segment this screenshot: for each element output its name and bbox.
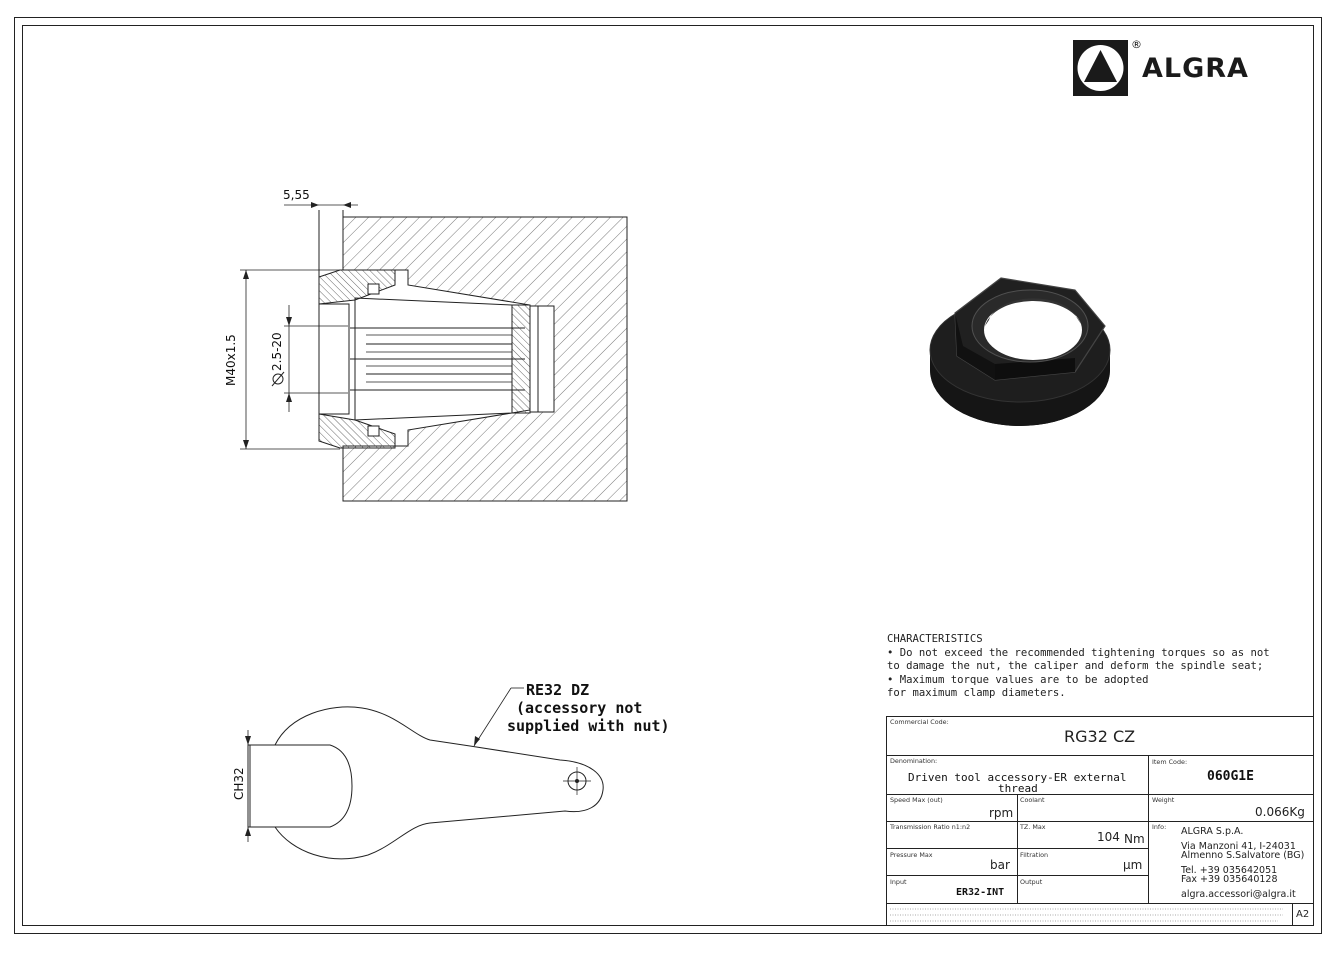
registered-mark: ® [1131,38,1142,51]
input-value: ER32-INT [956,887,1005,898]
fine-print [890,908,1283,922]
weight-label: Weight [1152,796,1175,804]
characteristics-line-2: to damage the nut, the caliper and defor… [887,660,1264,672]
speed-unit: rpm [989,806,1014,820]
dim-thread [240,269,340,450]
ratio-label: Transmission Ratio n1:n2 [890,823,971,831]
dim-width-label: 5,55 [283,188,310,202]
torque-label: TZ. Max [1020,823,1046,831]
email: algra.accessori@algra.it [1181,889,1296,900]
filtration-label: Filtration [1020,851,1049,859]
sheet-size: A2 [1296,909,1310,920]
nut-3d-image [929,277,1111,426]
speed-label: Speed Max (out) [890,796,943,804]
wrench-label-2: (accessory not [516,699,643,717]
dim-clamp-label: 2.5-20 [270,332,284,371]
pressure-unit: bar [990,858,1010,872]
characteristics-line-3: • Maximum torque values are to be adopte… [887,674,1149,686]
pressure-label: Pressure Max [890,851,933,859]
commercial-code-value: RG32 CZ [1064,727,1136,746]
dim-ch [245,730,251,842]
characteristics-line-1: • Do not exceed the recommended tighteni… [887,647,1270,659]
coolant-label: Coolant [1020,796,1045,804]
dim-thread-label: M40x1.5 [224,334,238,386]
torque-unit: Nm [1124,832,1145,846]
fax: Fax +39 035640128 [1181,874,1278,885]
input-label: Input [890,878,907,886]
item-code-value: 060G1E [1207,769,1254,784]
algra-logo-mark [1073,40,1128,96]
triangle-icon [1077,45,1124,91]
dim-ch-label: CH32 [232,767,246,800]
wrench-label-1: RE32 DZ [526,681,590,699]
address-line-1: Via Manzoni 41, I-24031 [1181,841,1296,852]
denomination-line-1: Driven tool accessory-ER external [908,771,1127,784]
characteristics-title: CHARACTERISTICS [887,633,983,645]
info-label: Info: [1152,823,1167,831]
output-label: Output [1020,878,1043,886]
weight-value: 0.066Kg [1255,805,1305,819]
outer-border [14,17,1322,934]
dim-clamp [271,305,348,412]
denomination-line-2: thread [998,782,1038,795]
dim-width [284,202,358,208]
tel: Tel. +39 035642051 [1181,865,1278,876]
brand-name: ALGRA [1142,53,1249,84]
collet-section [350,297,555,421]
wrench-outline [247,687,604,860]
address-line-2: Almenno S.Salvatore (BG) [1181,850,1305,861]
company-name: ALGRA S.p.A. [1181,826,1244,837]
inner-border [22,25,1314,926]
wrench-label-3: supplied with nut) [507,717,670,735]
torque-value: 104 [1097,830,1120,844]
filtration-unit: µm [1123,858,1143,872]
characteristics-line-4: for maximum clamp diameters. [887,687,1066,699]
technical-drawing [240,202,628,860]
nut-section [318,210,396,449]
item-code-label: Item Code: [1152,758,1188,766]
holder-section [342,216,628,502]
commercial-code-label: Commercial Code: [890,718,949,726]
denomination-label: Denomination: [890,757,938,765]
